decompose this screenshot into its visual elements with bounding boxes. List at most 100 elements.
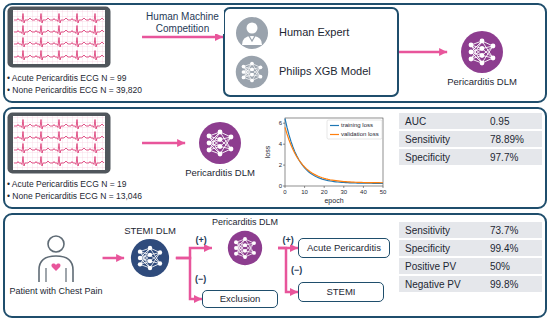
- icon-label: Pericarditis DLM: [185, 167, 255, 178]
- edge-label: (−): [290, 265, 303, 275]
- xgb-model-icon: [235, 55, 269, 89]
- legend-entry: validation loss: [341, 130, 381, 139]
- legend-entry: training loss: [341, 121, 381, 130]
- metrics-table: [399, 222, 542, 292]
- outcome-box: Exclusion: [202, 290, 278, 308]
- outcome-box: STEMI: [298, 282, 384, 302]
- tick-label-cell: 6: [273, 118, 282, 128]
- axis-title: loss: [264, 146, 272, 158]
- table-cell: Negative PV: [405, 279, 461, 290]
- table-cell: 73.7%: [490, 225, 518, 236]
- table-cell: 50%: [490, 261, 510, 272]
- model-icon: [460, 30, 504, 74]
- flow-arrow: [103, 257, 125, 260]
- table-cell-cell: 99.4%: [490, 240, 540, 256]
- tick-label: 0: [279, 183, 282, 190]
- loss-chart: [283, 118, 383, 188]
- outcome-box: Acute Pericarditis: [298, 238, 390, 258]
- competition-box: Human ExpertPhilips XGB Model: [223, 7, 399, 97]
- panel: • Acute Pericarditis ECG N = 99• None Pe…: [3, 3, 547, 103]
- icon-label: Pericarditis DLM: [212, 217, 278, 228]
- flow-arrow: [176, 248, 212, 258]
- legend-line-sample: [330, 134, 339, 135]
- edge-label: (+): [194, 235, 207, 245]
- chart-legend-box: [327, 120, 382, 139]
- tick-label: 50: [380, 189, 387, 196]
- ecg-dataset: • Acute Pericarditis ECG N = 99• None Pe…: [7, 6, 142, 96]
- ecg-tablet-shape: [8, 113, 111, 174]
- flow-arrow: [142, 36, 223, 39]
- table-row: [399, 240, 542, 256]
- patient-node: Patient with Chest Pain: [9, 232, 102, 297]
- box-label: Exclusion: [220, 293, 261, 304]
- table-cell-cell: Sensitivity: [405, 222, 487, 238]
- bullet-text: • Acute Pericarditis ECG N = 99: [7, 72, 142, 84]
- edge-label: (−): [194, 274, 207, 284]
- model-node: Pericarditis DLM: [447, 30, 517, 87]
- legend-text: training loss: [341, 122, 373, 129]
- table-cell: 0.95: [490, 116, 509, 127]
- tick-label: 30: [340, 189, 347, 196]
- tick-label-cell: 0: [277, 188, 293, 196]
- table-cell: 78.89%: [490, 134, 524, 145]
- loss-curves: [285, 119, 383, 184]
- chart-frame: [285, 118, 383, 186]
- tick-label: 6: [279, 120, 282, 127]
- legend-text: validation loss: [341, 131, 379, 138]
- tick-label-cell: 10: [297, 188, 313, 196]
- bullet-text: • Acute Pericarditis ECG N = 19: [7, 178, 142, 190]
- ecg-tablet: [7, 6, 111, 68]
- bullet-text: • None Pericarditis ECG N = 13,046: [7, 190, 142, 202]
- model-icon: [30, 232, 82, 284]
- model-icon-shape: [199, 122, 241, 164]
- table-cell-cell: 99.8%: [490, 276, 540, 292]
- xgb-model-icon-shape: [236, 55, 268, 87]
- icon-label: Philips XGB Model: [279, 65, 371, 78]
- table-cell: Specificity: [405, 152, 450, 163]
- box-label: STEMI: [326, 286, 355, 297]
- table-cell-cell: Negative PV: [405, 276, 487, 292]
- tick-label-cell: 20: [316, 188, 332, 196]
- table-cell-cell: Sensitivity: [405, 131, 487, 147]
- icon-label: Pericarditis DLM: [447, 76, 517, 87]
- legend-line-sample: [330, 125, 339, 126]
- loss-curve: [285, 119, 383, 184]
- model-icon: [198, 121, 242, 165]
- flow-arrow: [399, 51, 447, 54]
- tick-label-cell: 40: [355, 188, 371, 196]
- tick-label: 40: [360, 189, 367, 196]
- box-label: Acute Pericarditis: [307, 242, 381, 253]
- icon-row: Philips XGB Model: [235, 55, 387, 89]
- tick-label: 20: [321, 189, 328, 196]
- table-cell-cell: Specificity: [405, 149, 487, 165]
- model-node: STEMI DLM: [124, 225, 176, 278]
- table-cell-cell: 97.7%: [490, 149, 540, 165]
- tick-label: 4: [279, 141, 282, 148]
- table-row: [399, 131, 542, 147]
- tick-label: 0: [283, 189, 286, 196]
- table-cell-cell: AUC: [405, 113, 487, 129]
- model-icon-shape: [131, 239, 169, 277]
- model-icon: [227, 230, 263, 266]
- panel: • Acute Pericarditis ECG N = 19• None Pe…: [3, 107, 547, 209]
- model-icon-shape: [39, 236, 73, 282]
- ecg-dataset: • Acute Pericarditis ECG N = 19• None Pe…: [7, 112, 142, 202]
- tick-label-cell: 0: [273, 181, 282, 191]
- table-row: [399, 222, 542, 238]
- bullet-text: • None Pericarditis ECG N = 39,820: [7, 84, 142, 96]
- tick-label-cell: 30: [336, 188, 352, 196]
- table-cell: 99.4%: [490, 243, 518, 254]
- icon-label: STEMI DLM: [124, 225, 176, 236]
- table-cell-cell: 73.7%: [490, 222, 540, 238]
- tick-label-cell: 50: [375, 188, 391, 196]
- axis-title-cell: loss: [262, 137, 274, 167]
- table-cell-cell: 50%: [490, 258, 540, 274]
- edge-label: (+): [282, 235, 295, 245]
- flow-arrow: [142, 142, 185, 145]
- tick-label: 2: [279, 162, 282, 169]
- table-cell: 99.8%: [490, 279, 518, 290]
- edge-label: Human Machine Competition: [142, 11, 224, 34]
